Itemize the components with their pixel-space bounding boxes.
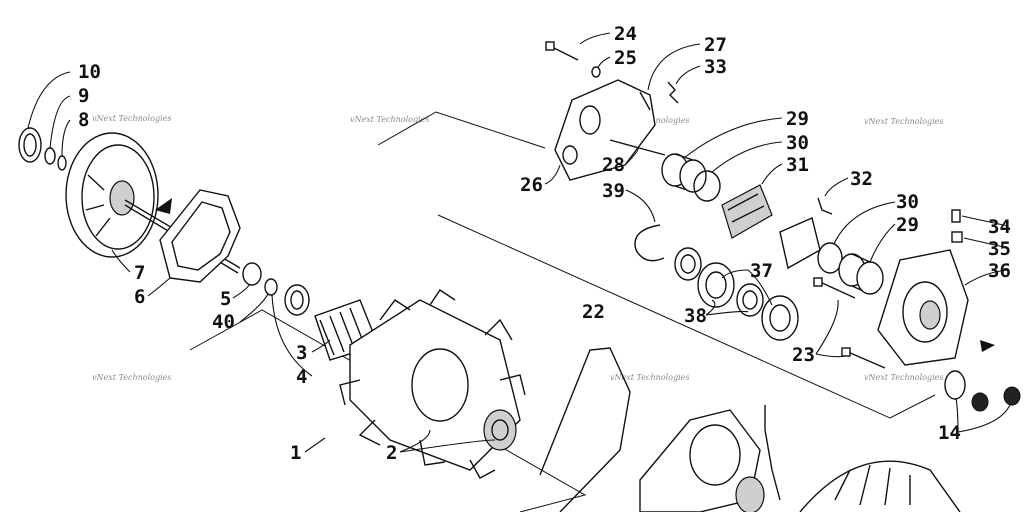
callout-25: 25 xyxy=(614,47,637,69)
part-29-cup-2 xyxy=(838,253,884,295)
callout-35: 35 xyxy=(988,238,1011,260)
part-23-bolt-2 xyxy=(841,347,886,369)
callout-40: 40 xyxy=(212,311,235,333)
part-8-washer xyxy=(57,155,67,171)
part-28-rod xyxy=(609,139,666,156)
part-31-plate xyxy=(779,217,821,270)
group-outline-22-b xyxy=(437,214,936,419)
part-14-nut xyxy=(971,392,989,412)
part-32-clip xyxy=(817,197,833,215)
callout-1: 1 xyxy=(290,442,301,464)
callout-14: 14 xyxy=(938,422,961,444)
part-39-snapring xyxy=(634,224,665,262)
part-4-bushing xyxy=(284,284,310,316)
bottom-wire xyxy=(764,405,781,501)
bottom-gasket xyxy=(539,347,631,512)
callout-2: 2 xyxy=(386,442,397,464)
callouts: 10 9 8 7 6 5 40 3 4 1 2 24 25 27 33 29 3… xyxy=(78,23,1011,464)
part-10-ring xyxy=(18,127,42,163)
part-24-bolt xyxy=(545,41,579,61)
part-36-housing xyxy=(877,249,969,366)
callout-26: 26 xyxy=(520,174,543,196)
part-30-seal xyxy=(693,170,721,202)
direction-arrow xyxy=(155,198,172,214)
callout-24: 24 xyxy=(614,23,637,45)
watermark: vNext Technologies xyxy=(864,373,943,382)
part-23-bolt xyxy=(813,277,856,299)
callout-4: 4 xyxy=(296,366,307,388)
callout-36: 36 xyxy=(988,260,1011,282)
bottom-housing xyxy=(639,409,765,512)
part-5-nut xyxy=(242,262,262,286)
watermark: vNext Technologies xyxy=(610,373,689,382)
callout-9: 9 xyxy=(78,85,89,107)
callout-30: 30 xyxy=(786,132,809,154)
watermark: vNext Technologies xyxy=(92,373,171,382)
part-14-nut-2 xyxy=(1003,386,1021,406)
callout-10: 10 xyxy=(78,61,101,83)
part-35-fitting xyxy=(951,231,963,243)
bottom-sheave xyxy=(799,460,961,512)
callout-6: 6 xyxy=(134,286,145,308)
callout-29: 29 xyxy=(786,108,809,130)
callout-28: 28 xyxy=(602,154,625,176)
part-6-gasket xyxy=(159,189,241,283)
callout-7: 7 xyxy=(134,262,145,284)
callout-27: 27 xyxy=(704,34,727,56)
callout-22: 22 xyxy=(582,301,605,323)
callout-33: 33 xyxy=(704,56,727,78)
part-29-cup xyxy=(661,153,707,193)
part-2-spider xyxy=(339,289,526,479)
part-7-sheave xyxy=(65,132,159,258)
callout-39: 39 xyxy=(602,180,625,202)
group-outline-22 xyxy=(377,111,546,149)
watermark: vNext Technologies xyxy=(864,117,943,126)
callout-3: 3 xyxy=(296,342,307,364)
part-37-bearing xyxy=(736,283,799,341)
part-9-washer xyxy=(44,147,56,165)
part-31-pad xyxy=(721,184,773,239)
part-26-caliper xyxy=(554,79,656,181)
callout-31: 31 xyxy=(786,154,809,176)
callout-5: 5 xyxy=(220,288,231,310)
part-30-seal-2 xyxy=(817,242,843,274)
callout-38: 38 xyxy=(684,305,707,327)
part-25-washer xyxy=(591,66,601,78)
leader-lines xyxy=(27,32,1011,453)
part-38-bearing xyxy=(674,247,735,308)
watermark: vNext Technologies xyxy=(350,115,429,124)
callout-32: 32 xyxy=(850,168,873,190)
part-40-oring xyxy=(264,278,278,296)
callout-30-b: 30 xyxy=(896,191,919,213)
watermark: vNext Technologies xyxy=(92,114,171,123)
callout-8: 8 xyxy=(78,109,89,131)
callout-37: 37 xyxy=(750,260,773,282)
direction-arrow-2 xyxy=(980,340,995,352)
part-14-ring xyxy=(944,370,966,400)
callout-23: 23 xyxy=(792,344,815,366)
callout-29-b: 29 xyxy=(896,214,919,236)
part-33-spring xyxy=(667,81,679,104)
callout-34: 34 xyxy=(988,216,1011,238)
part-34-bleeder xyxy=(951,209,961,223)
part-27-pin xyxy=(639,91,651,111)
